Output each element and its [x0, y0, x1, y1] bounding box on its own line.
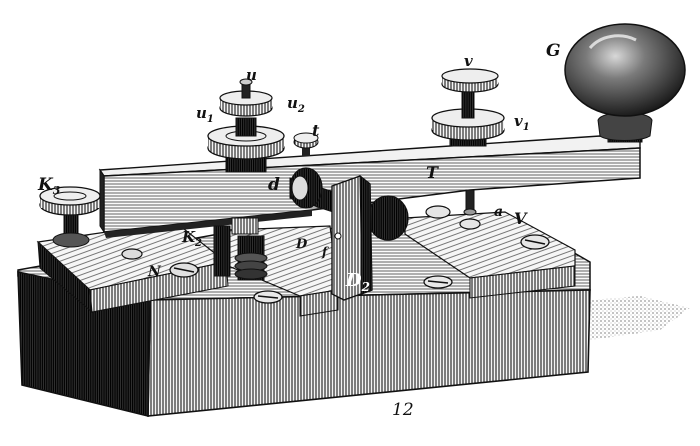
label-k3: K3: [37, 175, 61, 197]
t-screw: [293, 132, 319, 156]
u-adjusting-screws: [207, 78, 285, 173]
k3-thumbscrew: [39, 186, 101, 248]
figure-number: 12: [392, 400, 414, 420]
contact-pin-a: [463, 189, 477, 216]
label-t: t: [312, 121, 320, 140]
label-f: f: [321, 245, 329, 259]
label-u2: u2: [287, 94, 305, 115]
label-d: d: [268, 175, 280, 195]
v-adjusting-screws: [431, 68, 505, 147]
label-u1: u1: [196, 104, 214, 125]
label-v1: v1: [514, 112, 530, 133]
base-screws: [121, 205, 550, 304]
label-a: a: [494, 204, 503, 220]
base-shadow: [590, 296, 690, 340]
label-g: G: [546, 41, 561, 61]
lever-spring: [234, 235, 268, 281]
label-v-upper: V: [514, 209, 528, 228]
label-d-upper: D: [295, 237, 308, 252]
label-d2: D2: [345, 270, 370, 294]
label-u: u: [246, 66, 257, 84]
label-n: N: [147, 264, 162, 280]
label-k2: K2: [181, 228, 202, 249]
knob-g: [564, 23, 686, 143]
label-t-lever: T: [426, 163, 439, 182]
k2-support: [213, 217, 259, 277]
figure-labels: u u1 u2 t v v1 G K3 d T a V K2 D f N D2 …: [37, 41, 561, 420]
right-contact-plate: [404, 211, 576, 299]
pivot-trunnion: [289, 167, 409, 301]
label-v: v: [464, 52, 473, 70]
